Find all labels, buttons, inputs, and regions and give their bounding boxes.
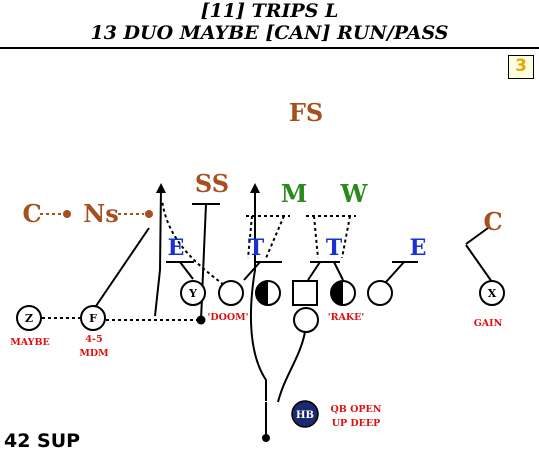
f-to-nickel-line (95, 227, 150, 307)
e-right-tee-stem (385, 261, 405, 283)
y-tight-end (180, 280, 206, 306)
play-title-formation: [11] TRIPS L (200, 0, 339, 22)
rake-call-note: 'RAKE' (328, 312, 365, 323)
nickel-label: Ns (83, 199, 118, 228)
f-note-mdm: MDM (79, 348, 109, 359)
qb-note-line1: QB OPEN (331, 404, 382, 415)
corner-left-label: C (22, 199, 41, 228)
qb-note-line2: UP DEEP (332, 418, 381, 429)
y-tight-end-label: Y (188, 287, 197, 300)
f-receiver-label: F (89, 312, 97, 325)
defense-call-footer: 42 SUP (4, 430, 81, 452)
x-route (465, 244, 493, 283)
tackle-right-label: T (326, 235, 343, 261)
tackle-left-label: T (248, 235, 265, 261)
e-left-tee-stem (179, 261, 194, 280)
t-right-tee-stem2 (333, 261, 344, 281)
halfback-label: HB (296, 410, 314, 421)
title-divider (0, 47, 539, 49)
z-receiver (16, 305, 42, 331)
f-receiver (80, 305, 106, 331)
upback-to-hb-path (277, 331, 306, 403)
z-note-maybe: MAYBE (10, 337, 49, 348)
free-safety-label: FS (289, 98, 323, 127)
will-linebacker-label: W (340, 179, 369, 208)
m-bracket-right (265, 215, 285, 259)
corner-right-label: C (483, 207, 502, 236)
qb-dot (262, 434, 270, 442)
doom-call-note: 'DOOM' (207, 312, 248, 323)
corner-left-dot (63, 210, 71, 218)
end-left-label: E (168, 235, 185, 261)
strong-safety-label: SS (195, 169, 229, 198)
f-note-depth: 4-5 (85, 334, 102, 345)
w-bracket-left (313, 215, 319, 259)
end-right-label: E (410, 235, 427, 261)
m-bracket-left (247, 215, 253, 259)
mike-linebacker-label: M (281, 179, 308, 208)
f-seam-route (154, 183, 166, 317)
x-receiver-label: X (488, 287, 497, 300)
x-note-gain: GAIN (474, 318, 503, 329)
play-title-concept: 13 DUO MAYBE [CAN] RUN/PASS (90, 22, 449, 44)
center (292, 280, 318, 306)
hb-arrow-route (249, 183, 267, 401)
x-receiver (479, 280, 505, 306)
left-guard-fill (256, 281, 268, 305)
nickel-dot (145, 210, 153, 218)
right-guard-fill (331, 281, 343, 305)
t-right-tee-stem (307, 261, 321, 281)
play-number-badge: 3 (508, 55, 534, 79)
t-left-tee-stem (243, 261, 261, 281)
right-tackle (367, 280, 393, 306)
c-right-tee-bar (465, 227, 489, 245)
w-bracket-right (341, 215, 351, 259)
halfback (291, 400, 319, 428)
qb-under-center (293, 307, 319, 333)
z-receiver-label: Z (25, 312, 33, 325)
left-tackle (218, 280, 244, 306)
